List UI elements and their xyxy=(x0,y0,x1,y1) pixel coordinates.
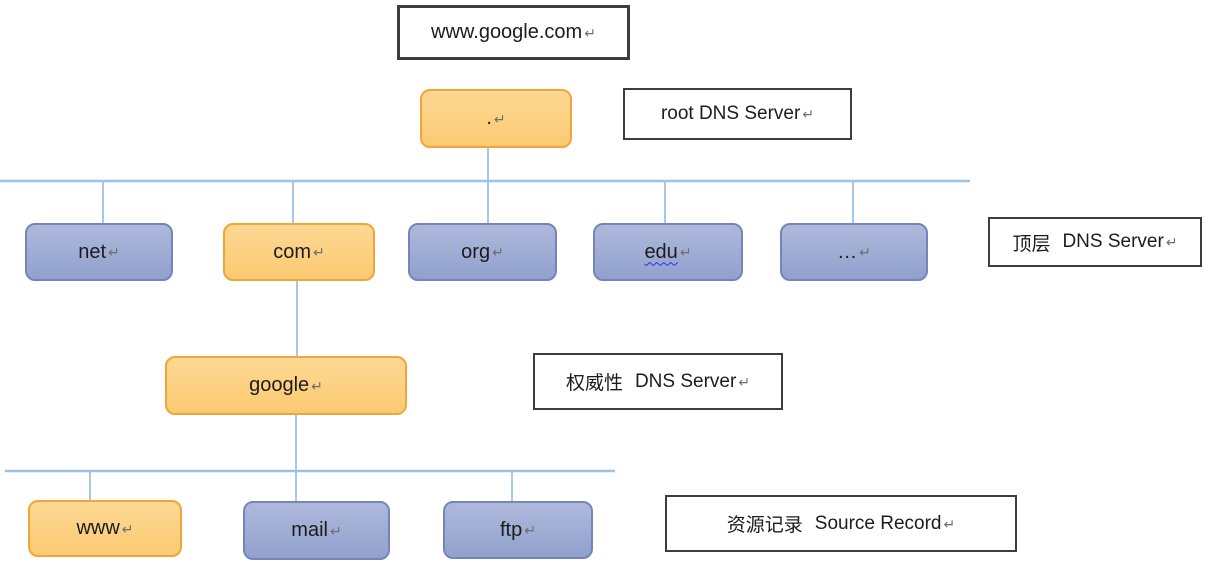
node-www-label: www xyxy=(76,517,120,539)
node-edu: edu↵ xyxy=(593,223,743,281)
return-mark: ↵ xyxy=(738,373,751,390)
node-root-label: . xyxy=(486,107,492,129)
return-mark: ↵ xyxy=(329,522,342,539)
return-mark: ↵ xyxy=(108,244,120,260)
node-org: org↵ xyxy=(408,223,557,281)
node-www: www↵ xyxy=(28,500,182,557)
resource-record-label-zh: 资源记录 xyxy=(726,515,803,536)
node-ftp: ftp↵ xyxy=(443,501,593,559)
node-ftp-label: ftp xyxy=(500,518,523,541)
node-net: net↵ xyxy=(25,223,173,281)
node-mail-label: mail xyxy=(291,519,328,541)
return-mark: ↵ xyxy=(943,515,956,532)
return-mark: ↵ xyxy=(802,106,815,122)
node-ellipsis-label: … xyxy=(837,240,858,263)
node-edu-label: edu xyxy=(644,240,678,263)
root-dns-server-text: root DNS Server xyxy=(660,103,801,124)
query-domain-box: www.google.com↵ xyxy=(397,5,630,60)
node-net-label: net xyxy=(78,240,107,263)
node-com-label: com xyxy=(273,240,312,263)
return-mark: ↵ xyxy=(679,244,692,260)
return-mark: ↵ xyxy=(859,244,871,260)
query-domain-text: www.google.com xyxy=(431,21,583,43)
node-org-label: org xyxy=(461,240,491,263)
node-root: .↵ xyxy=(420,89,572,148)
return-mark: ↵ xyxy=(1165,234,1178,250)
root-dns-server-label: root DNS Server↵ xyxy=(623,88,852,140)
resource-record-label: 资源记录 Source Record↵ xyxy=(665,495,1017,552)
top-level-dns-server-label: 顶层 DNS Server↵ xyxy=(988,217,1202,267)
return-mark: ↵ xyxy=(524,522,536,538)
return-mark: ↵ xyxy=(492,244,504,260)
node-ellipsis: …↵ xyxy=(780,223,928,281)
authoritative-label-en: DNS Server xyxy=(634,370,737,392)
node-google-label: google xyxy=(249,374,310,396)
authoritative-dns-server-label: 权威性 DNS Server↵ xyxy=(533,353,783,410)
return-mark: ↵ xyxy=(311,377,323,394)
return-mark: ↵ xyxy=(121,520,134,537)
return-mark: ↵ xyxy=(493,110,506,127)
return-mark: ↵ xyxy=(313,244,325,260)
resource-record-label-en: Source Record xyxy=(814,512,942,534)
top-level-label-en: DNS Server xyxy=(1062,231,1164,252)
node-mail: mail↵ xyxy=(243,501,390,560)
node-com: com↵ xyxy=(223,223,375,281)
authoritative-label-zh: 权威性 xyxy=(565,373,623,394)
node-google: google↵ xyxy=(165,356,407,415)
top-level-label-zh: 顶层 xyxy=(1012,233,1051,255)
return-mark: ↵ xyxy=(584,24,596,41)
